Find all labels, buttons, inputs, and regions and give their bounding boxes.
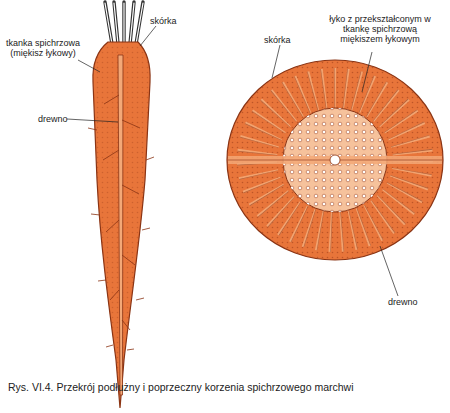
carrot-longitudinal-section xyxy=(88,42,154,408)
leaf-stalks xyxy=(105,2,143,44)
tissue-label: skórka xyxy=(150,16,200,26)
leader-lines xyxy=(67,26,398,296)
tissue-label: tkanka spichrzowa (miękisz łykowy) xyxy=(2,38,84,58)
figure-caption: Rys. VI.4. Przekrój podłużny i poprzeczn… xyxy=(8,381,353,393)
tissue-label: drewno xyxy=(388,297,438,307)
tissue-label: drewno xyxy=(38,114,78,124)
tissue-label: skórka xyxy=(264,35,314,45)
carrot-cross-section xyxy=(227,60,443,260)
tissue-label: łyko z przekształconym w tkankę spichrzo… xyxy=(325,14,435,44)
